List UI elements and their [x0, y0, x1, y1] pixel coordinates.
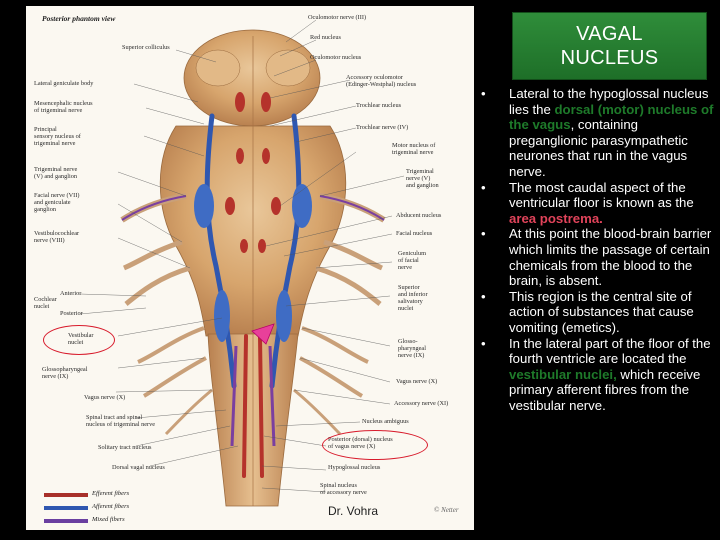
- label-posterior: Posterior: [60, 310, 83, 317]
- bullet-text: Lateral to the hypoglossal nucleus lies …: [509, 86, 709, 117]
- bullet-item: • The most caudal aspect of the ventricu…: [478, 180, 714, 227]
- slide-title-line-1: VAGAL: [576, 23, 643, 45]
- bullet-text: In the lateral part of the floor of the …: [509, 335, 711, 367]
- bullet-dot: •: [481, 335, 486, 351]
- posterior-nucleus-vagus-highlight: [322, 430, 428, 460]
- bullet-highlight: vestibular nuclei,: [509, 366, 617, 382]
- label-hypoglossal-nucleus: Hypoglossal nucleus: [328, 464, 381, 471]
- label-mesencephalic-nucleus: Mesencephalic nucleus of trigeminal nerv…: [34, 100, 93, 114]
- label-nucleus-ambiguus: Nucleus ambiguus: [362, 418, 409, 425]
- bullet-item: • This region is the central site of act…: [478, 289, 714, 336]
- label-oculomotor-nerve: Oculomotor nerve (III): [308, 14, 367, 21]
- label-glossopharyngeal-nerve-right: Glosso- pharyngeal nerve (IX): [398, 338, 426, 359]
- brainstem-figure: Posterior phantom view Superior collicul…: [26, 6, 474, 530]
- label-trigeminal-nerve-right: Trigeminal nerve (V) and ganglion: [406, 168, 439, 189]
- label-trochlear-nerve: Trochlear nerve (IV): [356, 124, 409, 131]
- bullet-item: • At this point the blood-brain barrier …: [478, 226, 714, 288]
- legend-afferent-label: Afferent fibers: [92, 503, 130, 510]
- label-principal-sensory-nucleus: Principal sensory nucleus of trigeminal …: [34, 126, 81, 147]
- bullet-dot: •: [481, 288, 486, 304]
- bullet-dot: •: [481, 86, 486, 101]
- label-facial-nerve-left: Facial nerve (VII) and geniculate gangli…: [34, 192, 80, 213]
- label-vestibulocochlear-nerve: Vestibulocochlear nerve (VIII): [34, 230, 80, 244]
- vestibular-nuclei-highlight: [43, 325, 115, 355]
- label-dorsal-vagal-nucleus: Dorsal vagal nucleus: [112, 464, 165, 471]
- label-red-nucleus: Red nucleus: [310, 34, 341, 41]
- label-solitary-tract-nucleus: Solitary tract nucleus: [98, 444, 152, 451]
- bullet-highlight: dorsal (motor) nucleus of the vagus: [509, 101, 714, 133]
- bullet-item: • In the lateral part of the floor of th…: [478, 336, 714, 414]
- brainstem-illustration: [79, 19, 405, 507]
- label-superior-colliculus: Superior colliculus: [122, 44, 170, 51]
- slide-title-line-2: NUCLEUS: [560, 47, 659, 69]
- legend-afferent-swatch: [44, 506, 88, 510]
- label-trochlear-nucleus: Trochlear nucleus: [356, 102, 402, 109]
- bullet-list: • Lateral to the hypoglossal nucleus lie…: [478, 86, 714, 413]
- label-facial-nucleus: Facial nucleus: [396, 230, 433, 237]
- bullet-text: The most caudal aspect of the ventricula…: [509, 179, 694, 211]
- label-trigeminal-nerve-left: Trigeminal nerve (V) and ganglion: [34, 166, 78, 180]
- bullet-dot: •: [481, 226, 486, 242]
- legend-efferent-label: Efferent fibers: [92, 490, 130, 497]
- label-lateral-geniculate-body: Lateral geniculate body: [34, 80, 94, 87]
- bullet-highlight: area postrema.: [509, 210, 603, 226]
- label-vagus-nerve-left: Vagus nerve (X): [84, 394, 126, 401]
- bullet-text: This region is the central site of actio…: [509, 288, 694, 335]
- author-credit: Dr. Vohra: [328, 504, 379, 518]
- label-salivatory-nuclei: Superior and inferior salivatory nuclei: [398, 284, 428, 312]
- label-cochlear-nuclei: Cochlear nuclei: [34, 296, 57, 310]
- label-geniculum-facial-nerve: Geniculum of facial nerve: [398, 250, 426, 271]
- bullet-text: At this point the blood-brain barrier wh…: [509, 226, 712, 289]
- bullet-dot: •: [481, 179, 486, 195]
- slide-title-box: VAGAL NUCLEUS: [513, 13, 706, 79]
- label-abducent-nucleus: Abducent nucleus: [396, 212, 442, 219]
- label-glossopharyngeal-nerve-left: Glossopharyngeal nerve (IX): [42, 366, 88, 380]
- label-vagus-nerve-right: Vagus nerve (X): [396, 378, 438, 385]
- label-motor-nucleus-trigeminal: Motor nucleus of trigeminal nerve: [392, 142, 436, 156]
- label-accessory-oculomotor-nucleus: Accessory oculomotor (Edinger-Westphal) …: [346, 74, 417, 88]
- legend-mixed-label: Mixed fibers: [92, 516, 125, 523]
- label-anterior: Anterior: [60, 290, 82, 297]
- legend-mixed-swatch: [44, 519, 88, 523]
- bullet-text-end: , containing preganglionic parasympathet…: [509, 117, 688, 179]
- label-spinal-nucleus-accessory: Spinal nucleus of accessory nerve: [320, 482, 367, 496]
- bullet-item: • Lateral to the hypoglossal nucleus lie…: [478, 86, 714, 180]
- label-accessory-nerve: Accessory nerve (XI): [394, 400, 449, 407]
- figure-title: Posterior phantom view: [42, 14, 116, 23]
- label-oculomotor-nucleus: Oculomotor nucleus: [310, 54, 362, 61]
- artist-signature: © Netter: [434, 506, 459, 514]
- bullet-text-end: which receive primary afferent fibres fr…: [509, 366, 701, 413]
- legend-efferent-swatch: [44, 493, 88, 497]
- label-spinal-tract-trigeminal: Spinal tract and spinal nucleus of trige…: [86, 414, 156, 428]
